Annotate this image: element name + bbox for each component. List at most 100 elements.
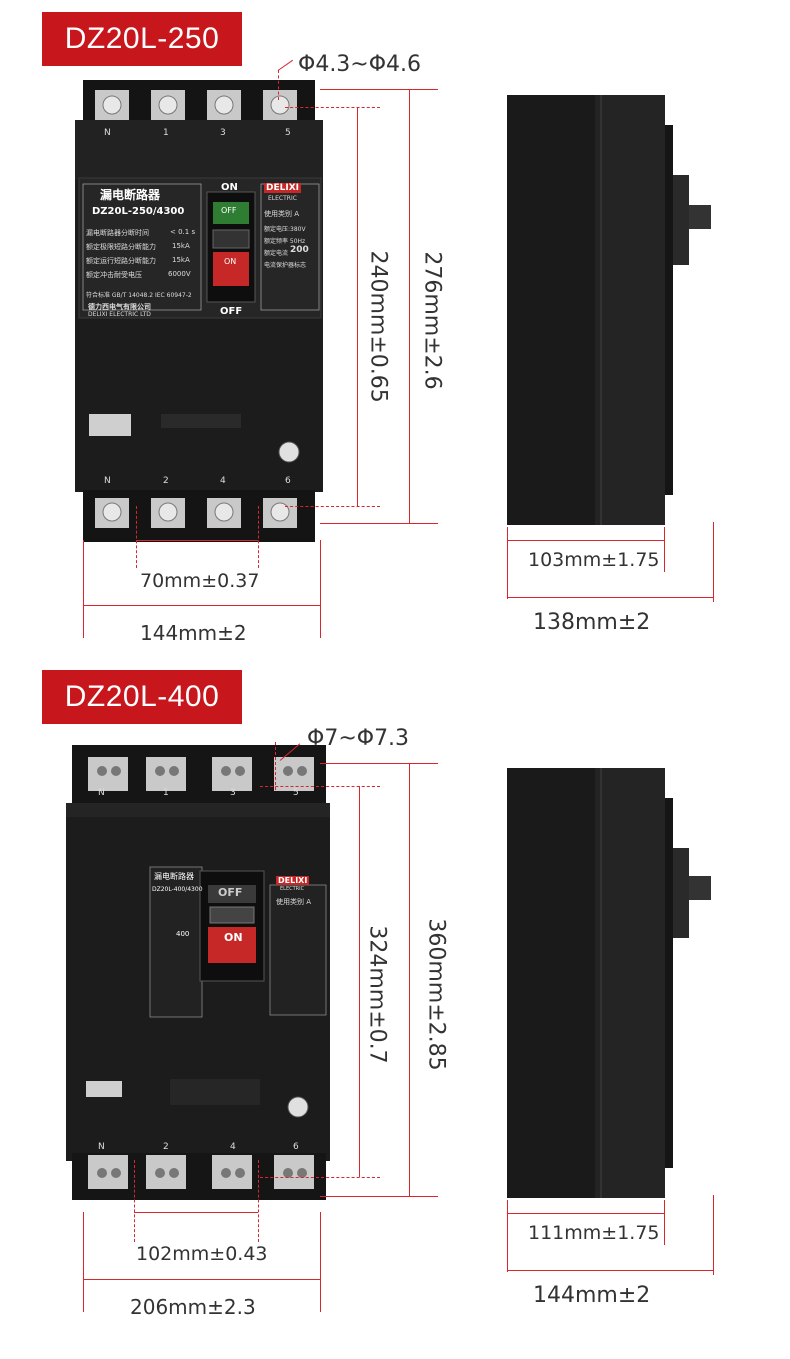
label-row4-k: 额定冲击耐受电压 bbox=[86, 271, 142, 279]
total-height-400: 360mm±2.85 bbox=[423, 918, 449, 1071]
toggle-on-text: ON bbox=[224, 257, 237, 266]
inner-height-line-400 bbox=[359, 786, 360, 1177]
side-depth-right-400 bbox=[713, 1195, 714, 1275]
hole-leader-h bbox=[277, 59, 294, 71]
label-rated-v: 额定电压:380V bbox=[264, 226, 306, 233]
terminal-2-bot: 2 bbox=[163, 476, 169, 486]
side-inner-line-400 bbox=[507, 1213, 664, 1214]
pitch-right-ext-400 bbox=[258, 1160, 259, 1242]
total-top-ext-250 bbox=[320, 89, 438, 90]
model-badge-400: DZ20L-400 bbox=[42, 670, 242, 724]
brand-sub-400: ELECTRIC bbox=[280, 886, 305, 892]
side-depth-250: 138mm±2 bbox=[533, 610, 651, 635]
label-rated-i-400: 400 bbox=[176, 930, 190, 938]
label-row3-v: 15kA bbox=[172, 256, 190, 264]
label-rated-f: 额定频率 50Hz bbox=[264, 238, 306, 245]
label-row2-k: 额定极限短路分断能力 bbox=[86, 243, 156, 251]
total-height-250: 276mm±2.6 bbox=[419, 251, 445, 390]
side-depth-line-250 bbox=[507, 597, 713, 598]
inner-bot-ext-250 bbox=[285, 506, 380, 507]
label-row3-k: 额定运行短路分断能力 bbox=[86, 257, 156, 265]
label-use-class-400: 使用类别 A bbox=[276, 898, 312, 906]
total-bot-ext-400 bbox=[320, 1196, 438, 1197]
terminal-4-bot-400: 4 bbox=[230, 1142, 236, 1152]
width-right-ext-400 bbox=[320, 1212, 321, 1312]
brand-sub: ELECTRIC bbox=[268, 195, 297, 202]
pitch-line-400 bbox=[134, 1212, 258, 1213]
label-model-400: DZ20L-400/4300 bbox=[152, 886, 203, 893]
pitch-left-ext-250 bbox=[136, 506, 137, 568]
terminal-2-bot-400: 2 bbox=[163, 1142, 169, 1152]
label-model: DZ20L-250/4300 bbox=[92, 206, 185, 217]
terminal-6-bot: 6 bbox=[285, 476, 291, 486]
terminal-n-bot-400: N bbox=[98, 1142, 105, 1152]
breaker-side-250 bbox=[507, 95, 711, 525]
label-row1-v: < 0.1 s bbox=[170, 228, 196, 236]
total-bot-ext-250 bbox=[320, 523, 438, 524]
label-title: 漏电断路器 bbox=[100, 188, 161, 202]
toggle-off-text-400: OFF bbox=[218, 886, 243, 899]
label-row1-k: 漏电断路器分断时间 bbox=[86, 229, 149, 237]
label-row2-v: 15kA bbox=[172, 242, 190, 250]
label-title-400: 漏电断路器 bbox=[154, 872, 194, 881]
side-inner-line-250 bbox=[507, 540, 664, 541]
side-inner-250: 103mm±1.75 bbox=[528, 549, 660, 571]
terminal-6-bot-400: 6 bbox=[293, 1142, 299, 1152]
inner-height-line-250 bbox=[357, 107, 358, 506]
total-height-line-250 bbox=[409, 89, 410, 523]
side-inner-right-400 bbox=[664, 1200, 665, 1245]
label-rated-i-v: 200 bbox=[290, 245, 309, 255]
breaker-front-250 bbox=[75, 80, 323, 542]
width-left-ext-250 bbox=[83, 540, 84, 638]
breaker-front-400 bbox=[66, 745, 330, 1200]
width-right-ext-250 bbox=[320, 540, 321, 638]
breaker-side-400 bbox=[507, 768, 711, 1198]
terminal-1-top-400: 1 bbox=[163, 788, 169, 798]
side-inner-right-250 bbox=[664, 527, 665, 572]
pitch-400: 102mm±0.43 bbox=[136, 1243, 268, 1265]
side-depth-400: 144mm±2 bbox=[533, 1283, 651, 1308]
terminal-n-bot: N bbox=[104, 476, 111, 486]
side-inner-400: 111mm±1.75 bbox=[528, 1222, 660, 1244]
inner-height-250: 240mm±0.65 bbox=[365, 250, 391, 403]
label-on: ON bbox=[221, 182, 238, 193]
label-off: OFF bbox=[220, 306, 243, 317]
label-standard: 符合标准 GB/T 14048.2 IEC 60947-2 bbox=[86, 292, 192, 299]
label-maker-en: DELIXI ELECTRIC LTD bbox=[88, 311, 151, 318]
pitch-250: 70mm±0.37 bbox=[140, 570, 260, 592]
terminal-5-top-400: 5 bbox=[293, 788, 299, 798]
terminal-1-top: 1 bbox=[163, 128, 169, 138]
hole-leader bbox=[278, 70, 279, 100]
side-depth-right-250 bbox=[713, 522, 714, 602]
total-top-ext-400 bbox=[320, 763, 438, 764]
inner-top-ext-400 bbox=[260, 786, 380, 787]
side-depth-line-400 bbox=[507, 1270, 713, 1271]
inner-bot-ext-400 bbox=[260, 1177, 380, 1178]
side-inner-left-400 bbox=[507, 1200, 508, 1272]
label-rated-i-k: 额定电流 bbox=[264, 250, 289, 257]
width-line-400 bbox=[83, 1279, 320, 1280]
hole-leader-400 bbox=[275, 742, 276, 790]
inner-height-400: 324mm±0.7 bbox=[364, 925, 390, 1064]
pitch-right-ext-250 bbox=[258, 506, 259, 568]
toggle-off-text: OFF bbox=[221, 206, 237, 215]
hole-dim-250: Φ4.3~Φ4.6 bbox=[298, 52, 422, 77]
terminal-3-top: 3 bbox=[220, 128, 226, 138]
label-maker: 德力西电气有限公司 bbox=[88, 303, 151, 311]
total-height-line-400 bbox=[409, 763, 410, 1196]
width-400: 206mm±2.3 bbox=[130, 1295, 256, 1319]
terminal-4-bot: 4 bbox=[220, 476, 226, 486]
side-inner-left-250 bbox=[507, 527, 508, 599]
width-250: 144mm±2 bbox=[140, 621, 247, 645]
toggle-on-text-400: ON bbox=[224, 931, 243, 944]
terminal-n-top: N bbox=[104, 128, 111, 138]
label-use-class: 使用类别 A bbox=[264, 210, 300, 218]
pitch-left-ext-400 bbox=[134, 1160, 135, 1242]
inner-top-ext-250 bbox=[285, 107, 380, 108]
terminal-3-top-400: 3 bbox=[230, 788, 236, 798]
brand-logo-400: DELIXI bbox=[276, 876, 310, 885]
label-protect: 电流保护器标志 bbox=[264, 262, 307, 269]
terminal-n-top-400: N bbox=[98, 788, 105, 798]
width-left-ext-400 bbox=[83, 1212, 84, 1312]
hole-dim-400: Φ7~Φ7.3 bbox=[307, 726, 410, 751]
